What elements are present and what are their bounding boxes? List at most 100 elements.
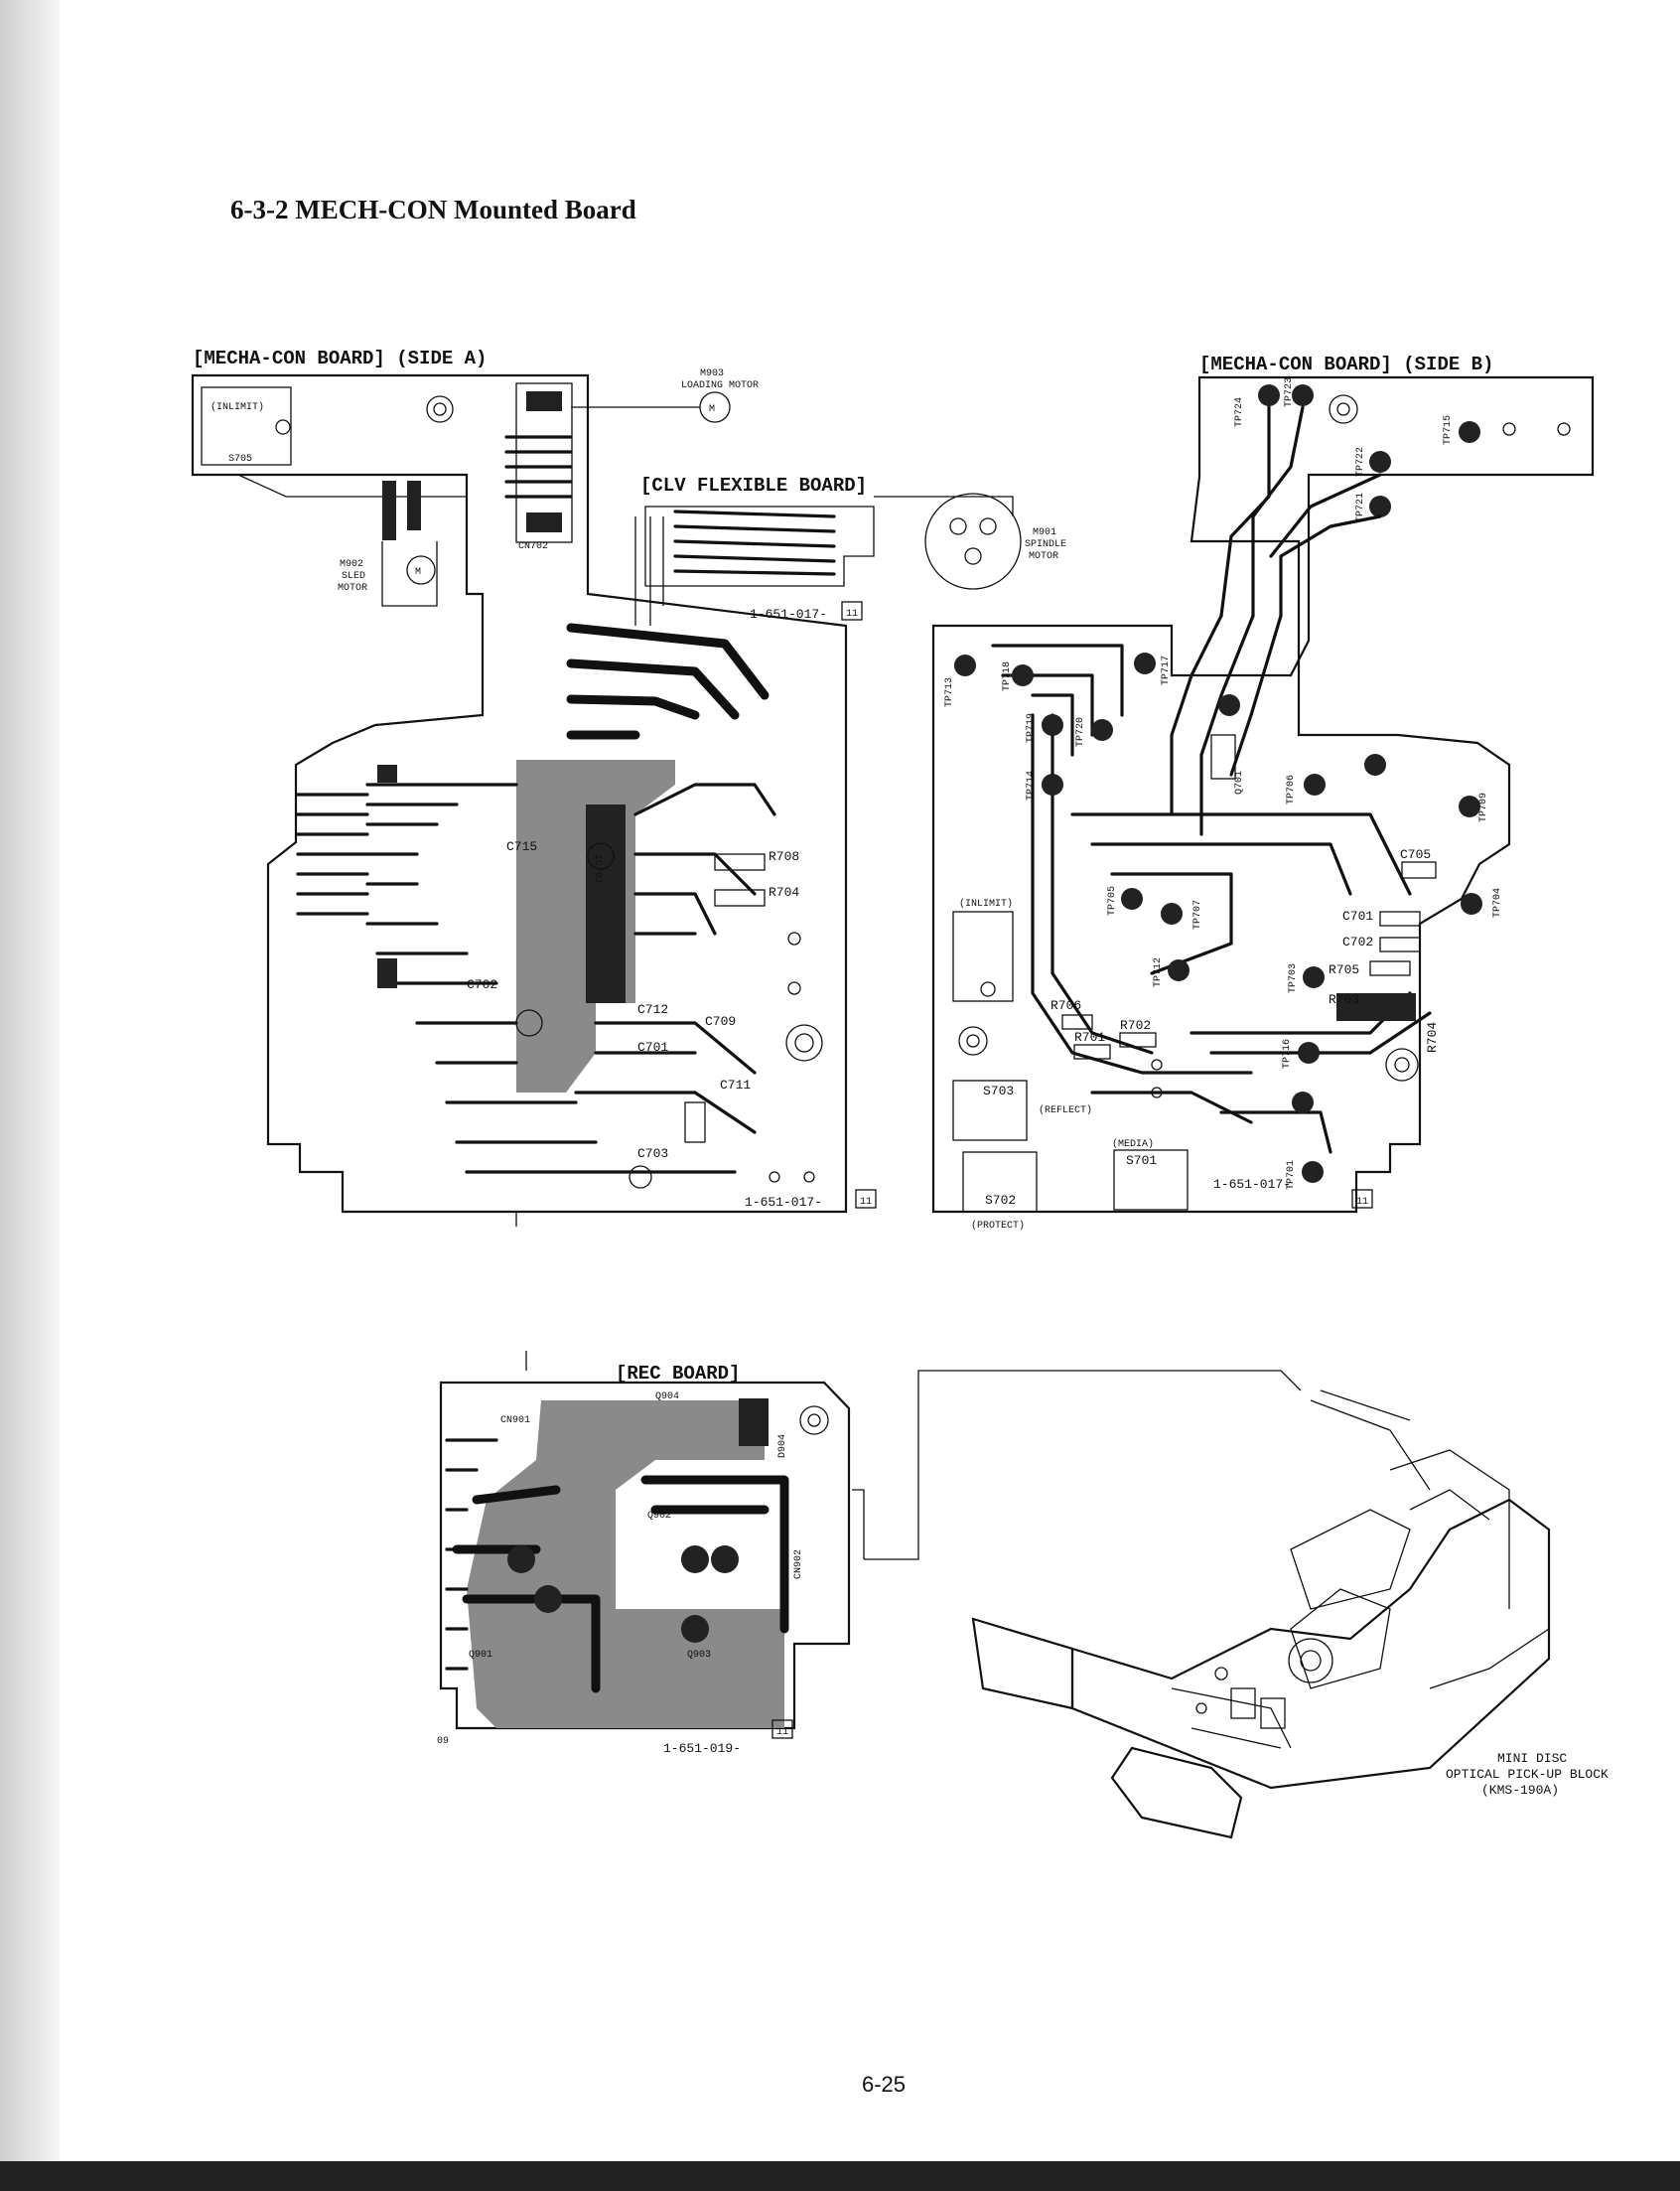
svg-text:SPINDLE: SPINDLE [1025, 539, 1066, 550]
svg-text:R706: R706 [1050, 998, 1081, 1013]
svg-text:CN702: CN702 [518, 541, 548, 552]
svg-text:1-651-017-: 1-651-017- [1213, 1177, 1291, 1192]
svg-text:11: 11 [860, 1197, 872, 1208]
svg-text:SLED: SLED [342, 571, 365, 582]
s701-media-switch [1113, 1149, 1189, 1211]
mounting-hole [1385, 1048, 1419, 1082]
pickup-body-outline [1070, 1498, 1551, 1790]
tp718-pad [1012, 664, 1034, 686]
svg-text:(INLIMIT): (INLIMIT) [959, 898, 1013, 910]
tp720-pad [1091, 719, 1113, 741]
svg-text:1-651-017-: 1-651-017- [750, 607, 827, 622]
tp709-pad [1459, 796, 1480, 817]
svg-text:MINI DISC: MINI DISC [1497, 1751, 1567, 1766]
mounting-hole [799, 1405, 829, 1435]
rec-board-ground-plane [467, 1400, 784, 1728]
svg-text:(MEDIA): (MEDIA) [1112, 1138, 1154, 1150]
svg-text:TP714: TP714 [1026, 771, 1037, 801]
tp721-pad [1369, 496, 1391, 517]
svg-text:TP712: TP712 [1153, 957, 1164, 987]
tp717-pad [1134, 653, 1156, 674]
tp712-pad [1168, 959, 1190, 981]
s703-reflect-switch [952, 1080, 1028, 1141]
svg-text:1-651-017-: 1-651-017- [745, 1195, 822, 1210]
s702-protect-switch [962, 1151, 1038, 1213]
svg-text:TP713: TP713 [944, 677, 955, 707]
mounting-hole [1329, 394, 1358, 424]
q701-transistor [1210, 734, 1236, 780]
s705-switch [201, 386, 292, 466]
svg-text:TP707: TP707 [1192, 900, 1203, 930]
mounting-hole [785, 1024, 823, 1062]
svg-text:S705: S705 [228, 454, 252, 465]
clv-flexible-board: [CLV FLEXIBLE BOARD] M901 SPINDLE MOTOR … [634, 475, 1066, 626]
s704-inlimit-switch [952, 911, 1014, 1002]
svg-text:TP720: TP720 [1075, 717, 1086, 747]
svg-text:C701: C701 [1342, 909, 1373, 924]
tp722-pad [1369, 451, 1391, 473]
svg-text:R708: R708 [769, 849, 799, 864]
svg-text:(REFLECT): (REFLECT) [1039, 1104, 1092, 1116]
tp-pad [1364, 754, 1386, 776]
svg-text:OPTICAL PICK-UP BLOCK: OPTICAL PICK-UP BLOCK [1446, 1767, 1609, 1782]
svg-text:TP705: TP705 [1107, 886, 1118, 916]
svg-text:MOTOR: MOTOR [1029, 551, 1058, 562]
svg-text:TP706: TP706 [1286, 775, 1297, 804]
svg-text:CN901: CN901 [500, 1415, 530, 1426]
svg-text:C709: C709 [705, 1014, 736, 1029]
tp703-pad [1303, 966, 1325, 988]
ic701-chip [586, 804, 626, 1003]
svg-text:C703: C703 [637, 1146, 668, 1161]
svg-text:S703: S703 [983, 1084, 1014, 1098]
svg-text:R703: R703 [1329, 992, 1359, 1007]
side-a-edge-line [237, 474, 467, 498]
svg-text:M902: M902 [340, 559, 363, 570]
svg-text:1-651-019-: 1-651-019- [663, 1741, 741, 1756]
page-number: 6-25 [862, 2072, 907, 2097]
tp707-pad [1161, 903, 1183, 925]
svg-text:TP709: TP709 [1478, 793, 1489, 822]
section-title: 6-3-2 MECH-CON Mounted Board [230, 195, 636, 224]
svg-text:M901: M901 [1033, 527, 1056, 538]
scan-bottom-edge [0, 2161, 1680, 2191]
svg-text:TP724: TP724 [1234, 397, 1245, 427]
mounting-hole [958, 1026, 988, 1056]
svg-text:C712: C712 [637, 1002, 668, 1017]
tp714-pad [1042, 774, 1063, 796]
svg-text:TP721: TP721 [1355, 493, 1366, 522]
svg-text:09: 09 [437, 1736, 449, 1747]
tp713-pad [954, 655, 976, 676]
svg-text:M903: M903 [700, 368, 724, 379]
svg-text:R702: R702 [1120, 1018, 1151, 1033]
svg-text:(KMS-190A): (KMS-190A) [1481, 1783, 1559, 1798]
tp-pad [1292, 1092, 1314, 1113]
side-a-outline [191, 373, 848, 1214]
svg-text:C702: C702 [467, 977, 497, 992]
svg-text:Q904: Q904 [655, 1391, 679, 1402]
svg-text:CN902: CN902 [793, 1549, 804, 1579]
rec-board: [REC BOARD] CN901 Q904 D904 CN902 Q902 Q… [437, 1351, 1302, 1756]
tp704-pad [1461, 893, 1482, 915]
svg-text:R704: R704 [1425, 1022, 1440, 1053]
svg-text:TP716: TP716 [1282, 1039, 1293, 1069]
svg-text:TP704: TP704 [1492, 888, 1503, 918]
svg-text:R705: R705 [1329, 962, 1359, 977]
svg-text:C705: C705 [1400, 847, 1431, 862]
svg-text:11: 11 [846, 609, 858, 620]
m901-spindle-motor-icon [924, 493, 1022, 590]
svg-text:TP703: TP703 [1288, 963, 1299, 993]
tp716-pad [1298, 1042, 1320, 1064]
cn702-connector [515, 382, 573, 543]
svg-text:M: M [415, 567, 421, 578]
page-binding-edge [0, 0, 60, 2191]
svg-text:R704: R704 [769, 885, 799, 900]
svg-text:R701: R701 [1074, 1030, 1105, 1045]
svg-text:C715: C715 [506, 839, 537, 854]
side-b-outline [931, 375, 1595, 1214]
tp715-pad [1459, 421, 1480, 443]
rec-board-title: [REC BOARD] [616, 1363, 740, 1385]
clv-title: [CLV FLEXIBLE BOARD] [640, 475, 867, 497]
svg-text:M: M [709, 404, 715, 415]
side-a-board: [MECHA-CON BOARD] (SIDE A) (INLIMIT) S70… [191, 348, 877, 1227]
